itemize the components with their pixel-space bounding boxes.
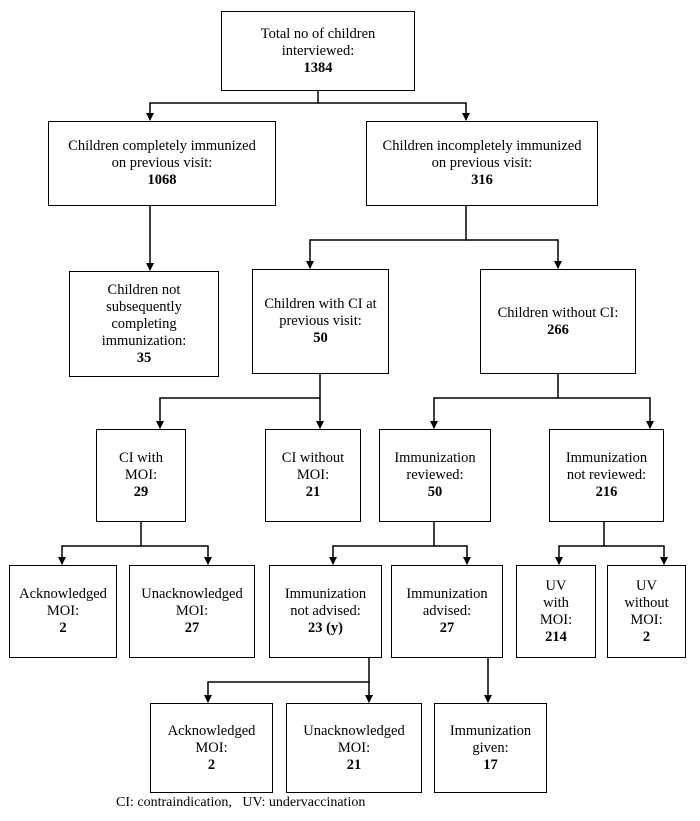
arrow-reviewed-to-advised: [434, 545, 471, 565]
arrow-incomplete-to-without-ci: [466, 239, 562, 269]
arrow-not-reviewed-to-uv-with-moi: [555, 522, 605, 565]
node-label: Acknowledged MOI:: [167, 722, 256, 756]
node-label: Immunization not advised:: [284, 586, 367, 619]
node-completely-immunized: Children completely immunized on previou…: [48, 121, 276, 206]
node-immunization-not-reviewed: Immunization not reviewed: 216: [549, 429, 664, 522]
node-label: Immunization given:: [449, 722, 532, 756]
arrow-not-advised-to-ack: [204, 658, 370, 703]
node-label: Children with CI at previous visit:: [264, 296, 377, 329]
node-uv-with-moi: UV with MOI: 214: [516, 565, 596, 658]
arrow-total-to-complete: [146, 91, 319, 121]
node-label: Unacknowledged MOI:: [141, 586, 243, 619]
arrow-without-ci-to-reviewed: [430, 374, 559, 429]
node-acknowledged-moi-2: Acknowledged MOI: 2: [150, 703, 273, 793]
arrow-ci-with-moi-to-unack: [141, 545, 212, 565]
node-value: 35: [136, 349, 152, 366]
node-immunization-advised: Immunization advised: 27: [391, 565, 503, 658]
node-value: 21: [346, 756, 362, 773]
node-unacknowledged-moi-1: Unacknowledged MOI: 27: [129, 565, 255, 658]
node-label: Total no of children interviewed:: [260, 25, 376, 59]
node-immunization-not-advised: Immunization not advised: 23 (y): [269, 565, 382, 658]
node-value: 316: [471, 172, 493, 188]
node-label: Immunization reviewed:: [394, 450, 476, 483]
node-label: Unacknowledged MOI:: [303, 722, 405, 756]
node-value: 50: [427, 484, 443, 500]
node-value: 27: [184, 620, 200, 636]
arrow-without-ci-to-not-reviewed: [558, 397, 654, 429]
node-label: CI without MOI:: [281, 450, 345, 483]
node-value: 216: [595, 484, 618, 500]
node-label: Immunization advised:: [406, 586, 488, 619]
node-value: 29: [133, 484, 149, 500]
node-value: 21: [305, 484, 321, 500]
node-value: 50: [313, 330, 328, 346]
node-not-completing-immunization: Children not subsequently completing imm…: [69, 271, 219, 377]
node-label: UV with MOI:: [539, 577, 573, 628]
node-value: 214: [545, 628, 567, 645]
node-children-without-ci: Children without CI: 266: [480, 269, 636, 374]
node-value: 23 (y): [307, 620, 344, 636]
arrow-incomplete-to-with-ci: [306, 206, 467, 269]
node-incompletely-immunized: Children incompletely immunized on previ…: [366, 121, 598, 206]
node-value: 266: [547, 321, 569, 338]
arrow-not-reviewed-to-uv-without-moi: [604, 545, 668, 565]
arrow-with-ci-to-ci-with-moi: [156, 374, 321, 429]
node-value: 1384: [303, 59, 333, 76]
arrow-total-to-incomplete: [318, 102, 470, 121]
node-value: 2: [207, 756, 216, 773]
node-immunization-given: Immunization given: 17: [434, 703, 547, 793]
node-children-with-ci: Children with CI at previous visit: 50: [252, 269, 389, 374]
node-label: Children completely immunized on previou…: [68, 138, 256, 171]
node-value: 1068: [147, 172, 177, 188]
node-label: CI with MOI:: [119, 450, 163, 483]
node-label: Children not subsequently completing imm…: [101, 281, 187, 349]
node-label: Acknowledged MOI:: [19, 586, 107, 619]
node-uv-without-moi: UV without MOI: 2: [607, 565, 686, 658]
arrow-ci-with-moi-to-ack: [58, 522, 142, 565]
footnote: CI: contraindication, UV: undervaccinati…: [116, 795, 366, 810]
node-immunization-reviewed: Immunization reviewed: 50: [379, 429, 491, 522]
node-total-children: Total no of children interviewed: 1384: [221, 11, 415, 91]
node-value: 2: [59, 620, 67, 636]
node-label: Children incompletely immunized on previ…: [382, 138, 582, 171]
node-value: 2: [642, 628, 651, 645]
arrow-reviewed-to-not-advised: [329, 522, 435, 565]
node-label: Children without CI:: [497, 304, 619, 321]
node-value: 27: [439, 620, 455, 636]
node-label: Immunization not reviewed:: [565, 450, 648, 483]
node-label: UV without MOI:: [624, 577, 669, 628]
node-value: 17: [483, 756, 498, 773]
node-ci-without-moi: CI without MOI: 21: [265, 429, 361, 522]
node-acknowledged-moi-1: Acknowledged MOI: 2: [9, 565, 117, 658]
node-unacknowledged-moi-2: Unacknowledged MOI: 21: [286, 703, 422, 793]
node-ci-with-moi: CI with MOI: 29: [96, 429, 186, 522]
